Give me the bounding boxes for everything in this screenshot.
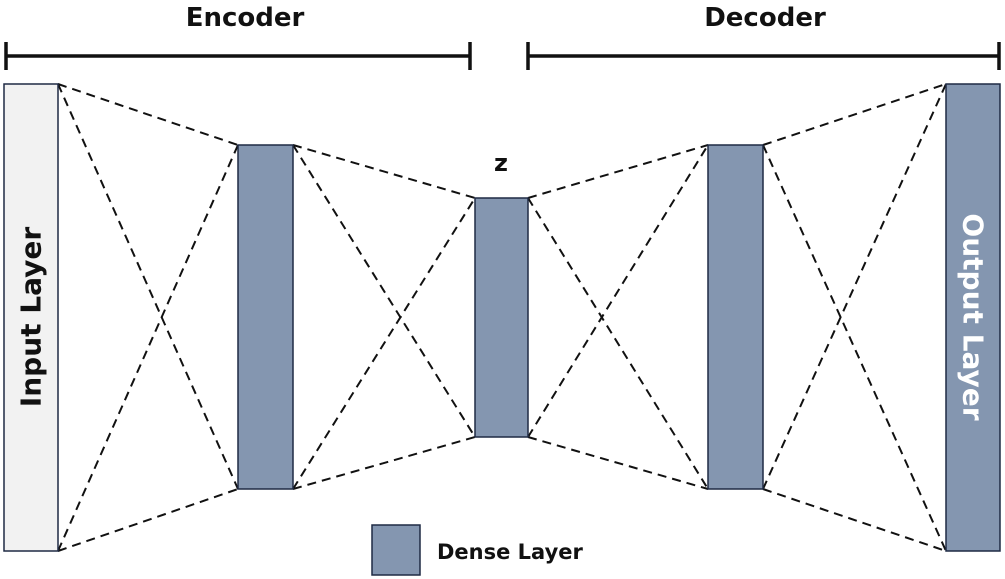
output-layer-box <box>945 83 1001 552</box>
connection-line <box>762 488 947 552</box>
latent-z-layer <box>474 197 529 438</box>
encoder-heading: Encoder <box>186 3 305 33</box>
encoder-bracket <box>4 42 472 70</box>
connection-line <box>292 197 476 490</box>
connection-line <box>527 197 709 490</box>
latent-z-label: z <box>494 149 508 177</box>
decoder-bracket <box>526 42 1001 70</box>
output-layer-label: Output Layer <box>957 213 990 420</box>
connection-line <box>762 83 947 490</box>
connection-line <box>527 436 709 490</box>
connection-line <box>292 144 476 199</box>
decoder-heading: Decoder <box>704 3 826 33</box>
connection-line <box>57 83 239 146</box>
connection-line <box>57 83 239 490</box>
connection-line <box>762 144 947 552</box>
legend-dense-swatch <box>371 524 421 576</box>
legend: Dense Layer <box>371 524 584 576</box>
connection-line <box>292 144 476 438</box>
connection-line <box>292 436 476 490</box>
encoder-dense-layer <box>237 144 294 490</box>
connections <box>57 83 947 552</box>
decoder-dense-layer <box>707 144 764 490</box>
connection-line <box>762 83 947 146</box>
connection-line <box>527 144 709 438</box>
input-layer-label: Input Layer <box>15 227 48 408</box>
legend-dense-label: Dense Layer <box>437 540 584 564</box>
connection-line <box>527 144 709 199</box>
connection-line <box>57 488 239 552</box>
connection-line <box>57 144 239 552</box>
input-layer-box <box>3 83 59 552</box>
